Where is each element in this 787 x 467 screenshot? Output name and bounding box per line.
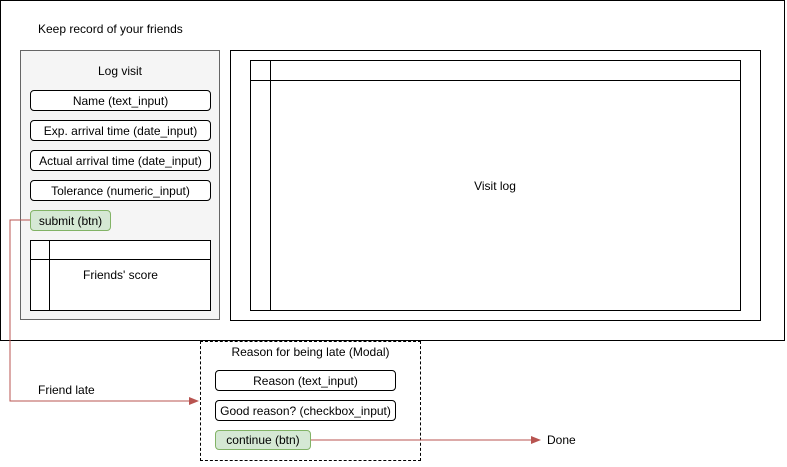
app-title: Keep record of your friends bbox=[38, 22, 183, 36]
visit-log-panel bbox=[230, 50, 761, 321]
friend-late-label: Friend late bbox=[38, 383, 95, 397]
visit-log-table bbox=[250, 60, 741, 311]
friends-score-label: Friends' score bbox=[83, 268, 158, 282]
expected-arrival-input[interactable]: Exp. arrival time (date_input) bbox=[30, 120, 211, 141]
visit-log-header-divider bbox=[250, 80, 741, 81]
modal-title: Reason for being late (Modal) bbox=[231, 345, 390, 359]
done-label: Done bbox=[547, 433, 576, 447]
tolerance-input[interactable]: Tolerance (numeric_input) bbox=[30, 180, 211, 201]
visit-log-column-divider bbox=[270, 60, 271, 311]
submit-button[interactable]: submit (btn) bbox=[30, 210, 111, 231]
continue-button[interactable]: continue (btn) bbox=[215, 430, 311, 450]
name-input[interactable]: Name (text_input) bbox=[30, 90, 211, 111]
reason-input[interactable]: Reason (text_input) bbox=[215, 370, 396, 391]
friends-score-header-divider bbox=[30, 259, 211, 260]
good-reason-checkbox[interactable]: Good reason? (checkbox_input) bbox=[215, 400, 396, 421]
visit-log-label: Visit log bbox=[474, 179, 516, 193]
log-visit-title: Log visit bbox=[97, 64, 143, 78]
actual-arrival-input[interactable]: Actual arrival time (date_input) bbox=[30, 150, 211, 171]
